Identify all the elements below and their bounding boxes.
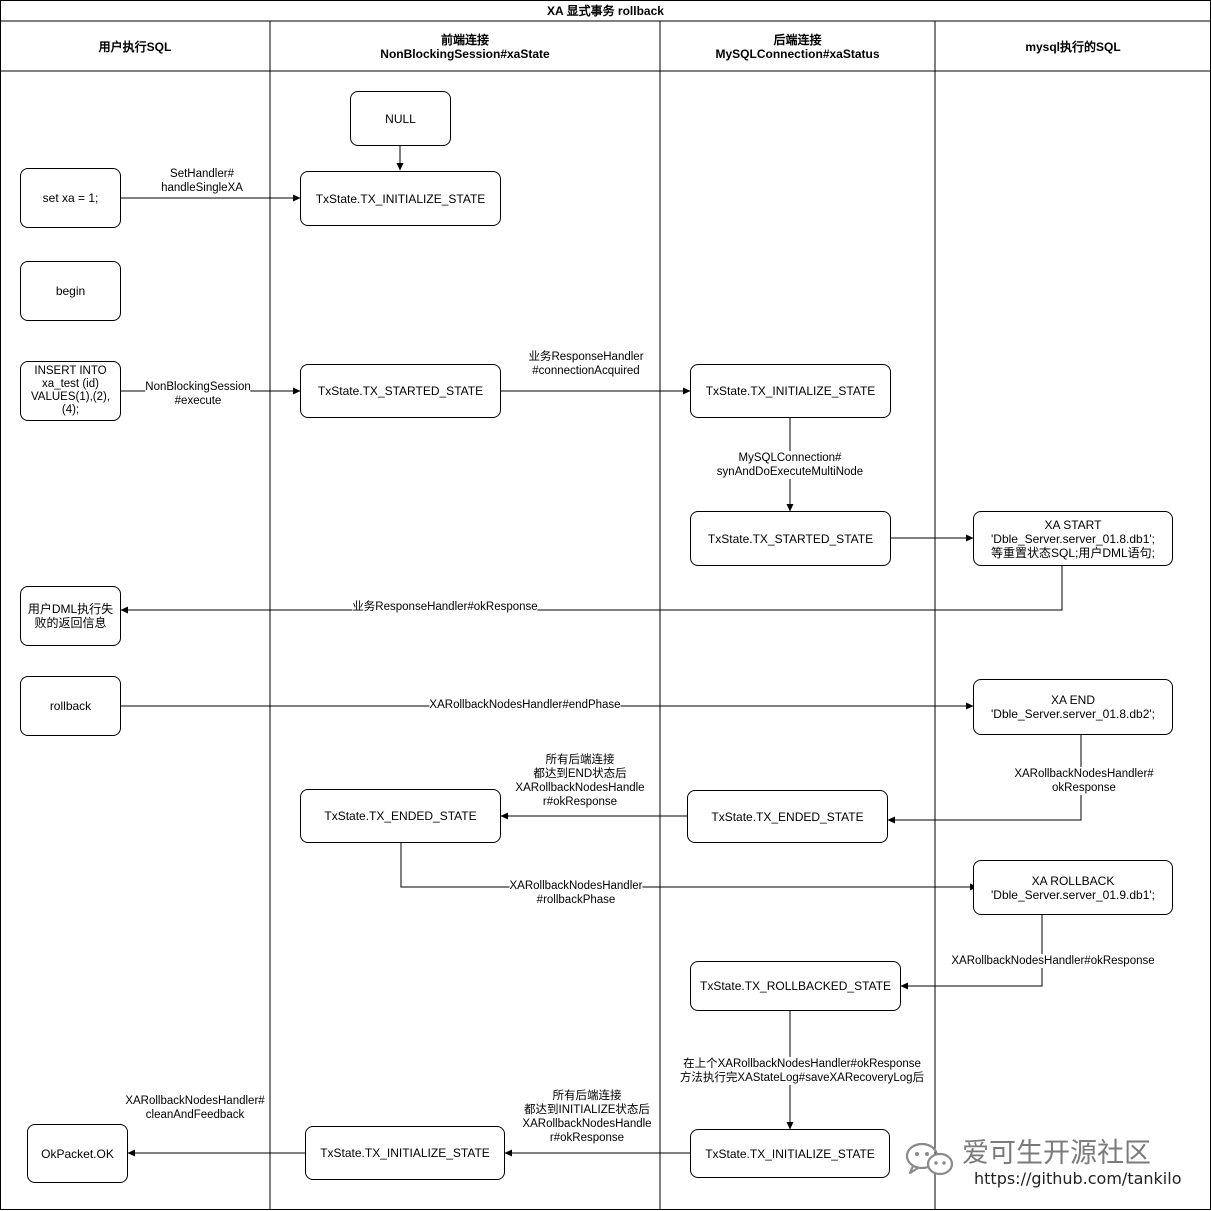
edge-label-all-ended: 所有后端连接 都达到END状态后 XARollbackNodesHandle r… xyxy=(515,754,645,808)
node-xa-rollback: XA ROLLBACK 'Dble_Server.server_01.9.db1… xyxy=(973,860,1173,915)
node-front-initialize-2: TxState.TX_INITIALIZE_STATE xyxy=(305,1126,505,1180)
arrow-rollback-phase xyxy=(400,843,978,891)
lane-header-front: 前端连接 NonBlockingSession#xaState xyxy=(380,32,550,61)
node-back-initialize-2: TxState.TX_INITIALIZE_STATE xyxy=(690,1129,890,1178)
node-dml-fail: 用户DML执行失 败的返回信息 xyxy=(20,586,121,646)
watermark-name: 爱可生开源社区 xyxy=(962,1138,1151,1169)
node-xa-start: XA START 'Dble_Server.server_01.8.db1'; … xyxy=(973,511,1173,566)
lane-header-user: 用户执行SQL xyxy=(98,39,172,54)
wechat-icon xyxy=(905,1142,954,1176)
node-set-xa: set xa = 1; xyxy=(20,168,121,228)
node-back-initialize-1: TxState.TX_INITIALIZE_STATE xyxy=(690,364,891,418)
node-back-started: TxState.TX_STARTED_STATE xyxy=(690,511,891,566)
edge-label-rollback-phase: XARollbackNodesHandler #rollbackPhase xyxy=(509,879,643,907)
node-front-ended: TxState.TX_ENDED_STATE xyxy=(300,789,501,843)
node-back-rollbacked: TxState.TX_ROLLBACKED_STATE xyxy=(690,961,901,1011)
node-null: NULL xyxy=(350,91,451,146)
node-insert-sql: INSERT INTO xa_test (id) VALUES(1),(2), … xyxy=(20,361,121,421)
edge-label-save-log: 在上个XARollbackNodesHandler#okResponse 方法执… xyxy=(679,1057,925,1085)
edge-label-rollback-ok-response: XARollbackNodesHandler#okResponse xyxy=(951,954,1155,968)
lane-header-back: 后端连接 MySQLConnection#xaStatus xyxy=(715,32,880,61)
watermark-url: https://github.com/tankilo xyxy=(974,1169,1182,1188)
edge-label-syn-execute: MySQLConnection# synAndDoExecuteMultiNod… xyxy=(716,451,864,479)
arrow-ok-response xyxy=(120,566,1063,614)
node-rollback: rollback xyxy=(20,676,121,736)
node-xa-end: XA END 'Dble_Server.server_01.8.db2'; xyxy=(973,679,1173,735)
edge-label-clean-feedback: XARollbackNodesHandler# cleanAndFeedback xyxy=(125,1094,265,1122)
edge-label-nbs-execute: NonBlockingSession #execute xyxy=(145,380,251,408)
node-front-initialize-1: TxState.TX_INITIALIZE_STATE xyxy=(300,171,501,226)
edge-label-end-ok-response: XARollbackNodesHandler# okResponse xyxy=(1014,767,1154,795)
node-ok-packet: OkPacket.OK xyxy=(27,1124,128,1183)
arrow-rollback-ok-response xyxy=(900,915,1043,990)
arrow-end-ok-response xyxy=(887,735,1082,824)
edge-label-conn-acquired: 业务ResponseHandler #connectionAcquired xyxy=(528,350,644,378)
edge-label-ok-response: 业务ResponseHandler#okResponse xyxy=(352,600,538,614)
edge-label-set-handler: SetHandler# handleSingleXA xyxy=(161,167,243,195)
node-back-ended: TxState.TX_ENDED_STATE xyxy=(687,790,888,843)
edge-label-end-phase: XARollbackNodesHandler#endPhase xyxy=(429,698,621,712)
node-front-started: TxState.TX_STARTED_STATE xyxy=(300,364,501,418)
diagram-title: XA 显式事务 rollback xyxy=(547,4,664,18)
lane-header-mysql: mysql执行的SQL xyxy=(1025,39,1121,54)
node-begin: begin xyxy=(20,261,121,321)
edge-label-all-initialized: 所有后端连接 都达到INITIALIZE状态后 XARollbackNodesH… xyxy=(522,1090,652,1144)
watermark: 爱可生开源社区 https://github.com/tankilo xyxy=(904,1138,1204,1194)
